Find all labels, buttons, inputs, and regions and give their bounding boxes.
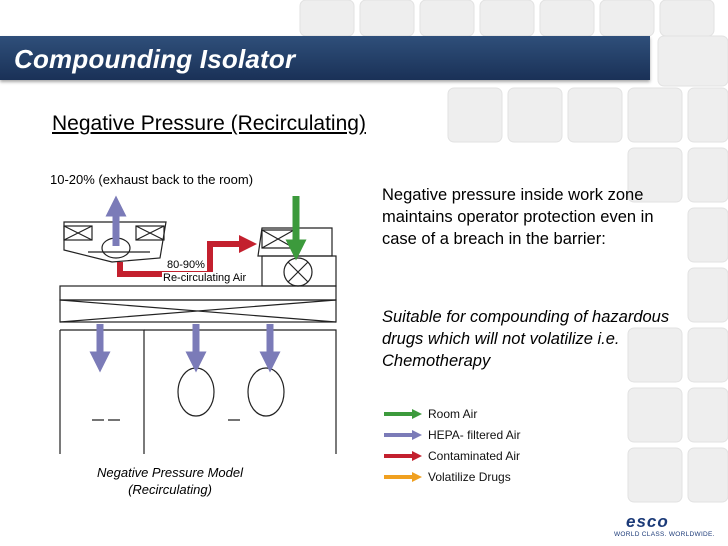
exhaust-housing [63,221,167,263]
orange-arrow-icon [384,472,422,482]
blue-arrow-icon [384,430,422,440]
body-paragraph-2: Suitable for compounding of hazardous dr… [382,308,670,370]
model-caption: Negative Pressure Model (Recirculating) [60,464,280,498]
work-zone-right [144,329,337,454]
model-caption-line1: Negative Pressure Model [97,465,243,480]
slide-subtitle: Negative Pressure (Recirculating) [52,112,366,135]
exhaust-hepa-filter [63,225,165,241]
logo-tagline: WORLD CLASS. WORLDWIDE. [614,531,715,538]
slide-title: Compounding Isolator [14,44,296,74]
logo-wordmark: esco [626,512,669,531]
legend-label: HEPA- filtered Air [428,428,521,442]
title-bar [0,36,650,80]
model-caption-line2: (Recirculating) [128,482,212,497]
recirc-air-label: Re-circulating Air [162,272,248,284]
legend-label: Room Air [428,407,478,421]
recirc-percent-label: 80-90% [166,259,206,271]
green-arrow-icon [384,409,422,419]
legend-label: Contaminated Air [428,449,521,463]
legend-label: Volatilize Drugs [428,470,511,484]
esco-logo: esco WORLD CLASS. WORLDWIDE. [612,512,722,540]
diagram-panel [44,178,336,494]
body-paragraph-1: Negative pressure inside work zone maint… [382,186,654,248]
red-arrow-icon [384,451,422,461]
exhaust-caption: 10-20% (exhaust back to the room) [50,172,254,187]
